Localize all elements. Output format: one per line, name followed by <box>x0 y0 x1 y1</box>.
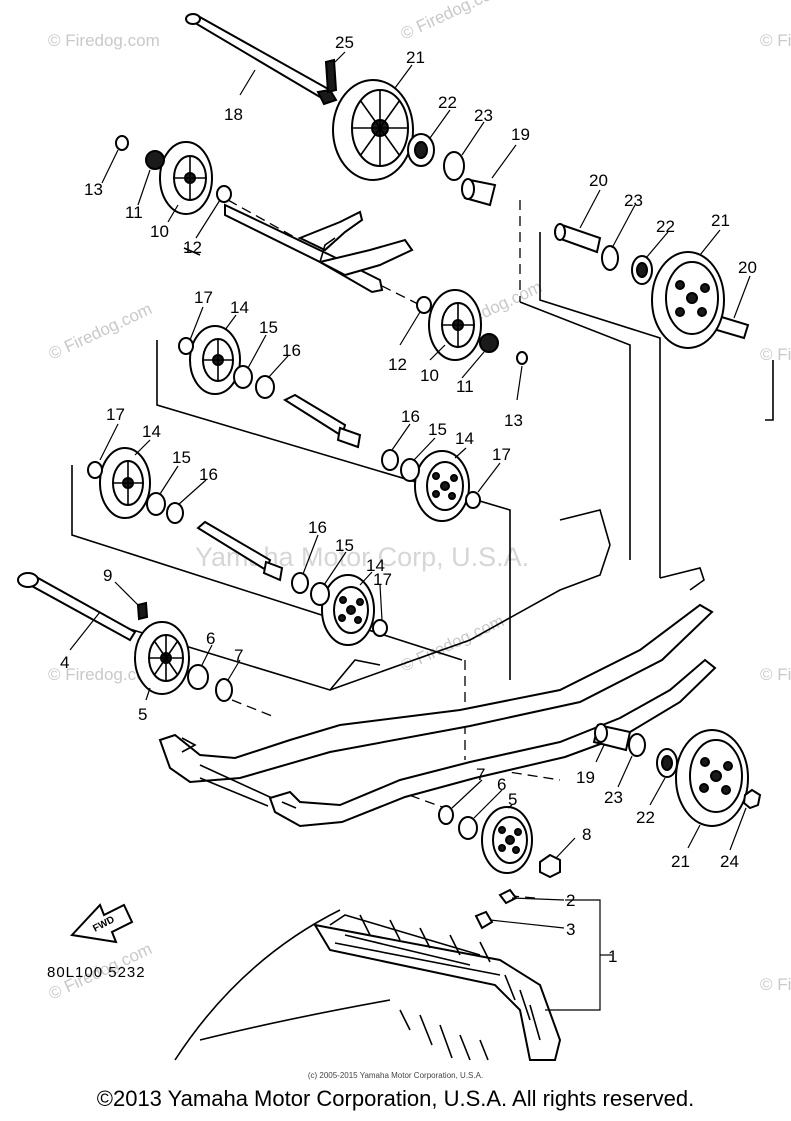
callout-25: 25 <box>335 33 354 52</box>
forward-direction-arrow: FWD <box>69 903 134 944</box>
wheels <box>99 79 749 874</box>
callout-3: 3 <box>566 920 575 939</box>
wheel-10-mid <box>428 289 482 361</box>
callout-16: 16 <box>401 407 420 426</box>
callout-16: 16 <box>282 341 301 360</box>
callout-4: 4 <box>60 653 69 672</box>
callout-1: 1 <box>608 947 617 966</box>
wheel-14-b <box>99 447 151 519</box>
watermark-firedog: © Firedog.com <box>760 665 791 684</box>
callout-17: 17 <box>373 570 392 589</box>
watermark-firedog: © Firedog.com <box>46 299 155 363</box>
callout-19: 19 <box>511 125 530 144</box>
callout-12: 12 <box>388 355 407 374</box>
leader-lines <box>69 51 751 1011</box>
callout-20: 20 <box>589 171 608 190</box>
callout-24: 24 <box>720 852 739 871</box>
watermark-firedog: © Firedog.com <box>760 345 791 364</box>
callout-9: 9 <box>103 566 112 585</box>
callout-11: 11 <box>125 203 143 222</box>
idler-wheel-21-bottom <box>675 729 749 827</box>
idler-wheel-21-top <box>332 79 414 181</box>
callout-21: 21 <box>671 852 690 871</box>
idler-wheel-21-right <box>651 251 725 349</box>
callout-14: 14 <box>142 422 161 441</box>
callout-22: 22 <box>656 217 675 236</box>
callout-15: 15 <box>335 536 354 555</box>
callout-10: 10 <box>150 222 169 241</box>
wheel-14-d <box>321 574 375 646</box>
watermark-firedog: © Firedog.com <box>48 31 160 50</box>
callout-21: 21 <box>406 48 425 67</box>
callout-17: 17 <box>194 288 213 307</box>
callout-19: 19 <box>576 768 595 787</box>
callout-numbers: 1 2 3 4 5 5 6 6 7 7 8 9 10 10 11 11 12 1… <box>60 33 757 966</box>
callout-6: 6 <box>497 775 506 794</box>
wheel-14-a <box>189 325 241 395</box>
callout-13: 13 <box>84 180 103 199</box>
callout-5: 5 <box>138 705 147 724</box>
callout-22: 22 <box>636 808 655 827</box>
callout-21: 21 <box>711 211 730 230</box>
callout-20: 20 <box>738 258 757 277</box>
watermark-firedog: © Firedog.com <box>398 0 507 44</box>
callout-17: 17 <box>492 445 511 464</box>
callout-10: 10 <box>420 366 439 385</box>
callout-7: 7 <box>476 765 485 784</box>
track-assembly <box>174 909 562 1061</box>
callout-7: 7 <box>234 646 243 665</box>
callout-12: 12 <box>183 238 202 257</box>
callout-13: 13 <box>504 411 523 430</box>
wheel-5-left <box>134 621 190 695</box>
callout-15: 15 <box>259 318 278 337</box>
callout-16: 16 <box>308 518 327 537</box>
callout-23: 23 <box>474 106 493 125</box>
watermark-firedog: © Firedog.com <box>48 665 160 684</box>
copyright-notice: ©2013 Yamaha Motor Corporation, U.S.A. A… <box>96 1086 695 1111</box>
callout-2: 2 <box>566 891 575 910</box>
callout-22: 22 <box>438 93 457 112</box>
wheel-14-c <box>414 450 470 522</box>
callout-14: 14 <box>230 298 249 317</box>
callout-15: 15 <box>428 420 447 439</box>
callout-23: 23 <box>604 788 623 807</box>
suspension-arm <box>224 203 414 294</box>
wheel-5-right <box>481 806 533 874</box>
callout-18: 18 <box>224 105 243 124</box>
callout-23: 23 <box>624 191 643 210</box>
callout-8: 8 <box>582 825 591 844</box>
callout-6: 6 <box>206 629 215 648</box>
wheel-10-top <box>159 141 213 215</box>
bearings-collars <box>87 133 762 930</box>
callout-14: 14 <box>455 429 474 448</box>
callout-15: 15 <box>172 448 191 467</box>
callout-14: 14 <box>366 556 385 575</box>
callout-5: 5 <box>508 790 517 809</box>
callout-11: 11 <box>456 377 474 396</box>
watermark-firedog: © Firedog.com <box>398 611 507 675</box>
watermark-firedog: © Firedog.com <box>760 31 791 50</box>
callout-17: 17 <box>106 405 125 424</box>
diagram-code: 80L100 5232 <box>47 964 146 981</box>
slide-rail-assembly <box>99 509 717 828</box>
watermark-firedog: © Firedog.com <box>760 975 791 994</box>
callout-16: 16 <box>199 465 218 484</box>
small-copyright: (c) 2005-2015 Yamaha Motor Corporation, … <box>307 1071 484 1080</box>
